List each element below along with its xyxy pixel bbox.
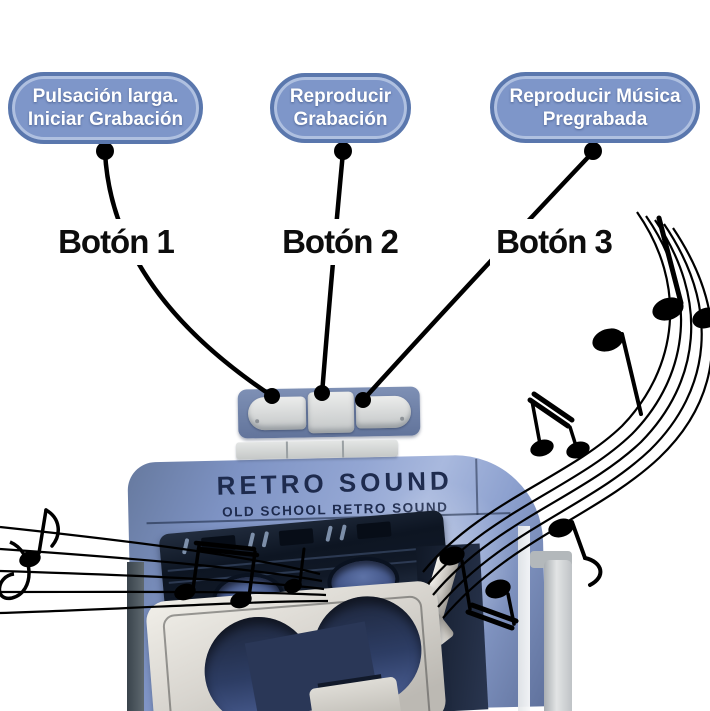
callout-text: Pulsación larga. (32, 86, 179, 107)
record-button (247, 396, 307, 431)
screw-dot (400, 416, 405, 421)
key-divider (285, 441, 289, 459)
button1-label: Botón 1 (52, 219, 180, 265)
connector-line-1 (102, 149, 275, 399)
button2-label: Botón 2 (280, 219, 400, 265)
vent-slash (339, 524, 347, 541)
top-buttons-plate (237, 386, 421, 439)
key-divider (341, 440, 345, 458)
connector-line-3 (360, 149, 596, 403)
vent-slash (181, 538, 190, 555)
play-recording-button (307, 391, 355, 434)
vent-slot (356, 521, 392, 540)
vent-slash (261, 531, 270, 548)
side-rail-highlight (518, 526, 530, 711)
play-music-button (355, 395, 412, 429)
vent-slash (325, 525, 333, 542)
side-rail (544, 560, 572, 711)
callout-text: Reproducir (289, 86, 392, 107)
callout-bubble-button1: Pulsación larga. Iniciar Grabación (8, 72, 203, 144)
callout-bubble-button2: Reproducir Grabación (270, 73, 411, 143)
body-left-edge (127, 562, 144, 711)
callout-text: Iniciar Grabación (27, 109, 184, 130)
connector-lines (102, 149, 596, 403)
connector-line-2 (319, 149, 346, 397)
cassette-door (144, 579, 448, 711)
vent-slot (278, 528, 314, 547)
callout-bubble-button3: Reproducir Música Pregrabada (490, 72, 700, 143)
connector-dots (96, 142, 602, 408)
screw-dot (255, 419, 260, 424)
callout-text: Grabación (293, 109, 388, 130)
vent-slash (247, 532, 256, 549)
callout-text: Pregrabada (542, 108, 648, 130)
top-keys-front-strip (235, 439, 399, 460)
callout-text: Reproducir Música (509, 85, 681, 107)
button3-label: Botón 3 (490, 219, 618, 265)
vent-slot (200, 534, 237, 553)
